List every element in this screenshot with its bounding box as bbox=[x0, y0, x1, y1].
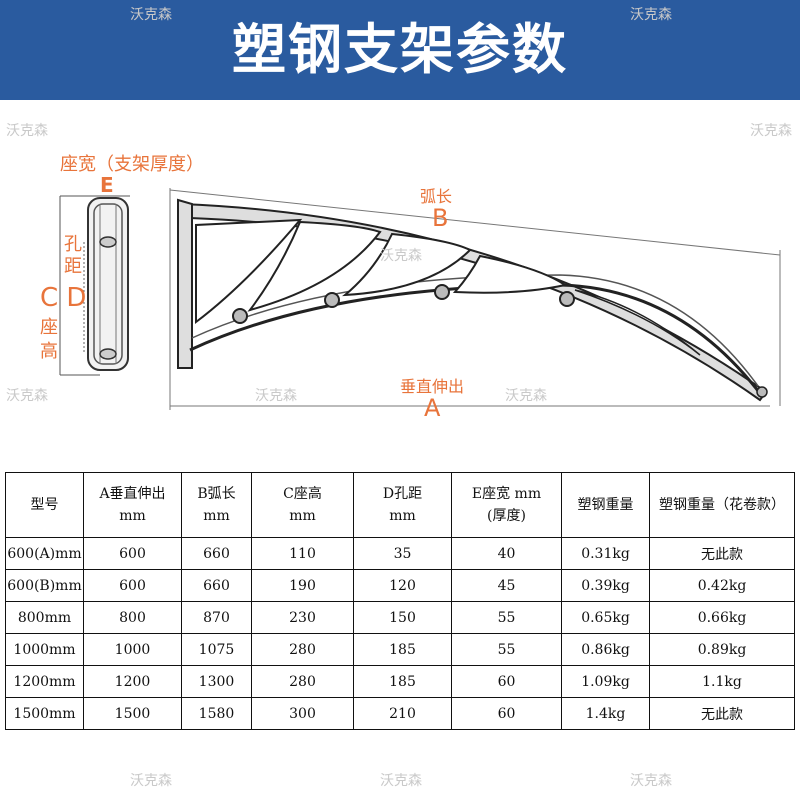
watermark: 沃克森 bbox=[380, 773, 422, 789]
table-cell: 0.89kg bbox=[649, 633, 795, 666]
table-cell: 35 bbox=[353, 537, 452, 570]
table-cell: 55 bbox=[451, 633, 562, 666]
watermark: 沃克森 bbox=[6, 388, 48, 404]
table-cell: 60 bbox=[451, 697, 562, 730]
table-cell: 660 bbox=[181, 569, 252, 602]
table-cell: 0.31kg bbox=[561, 537, 650, 570]
table-cell: 55 bbox=[451, 601, 562, 634]
bracket-front-view bbox=[169, 188, 781, 410]
table-cell: 870 bbox=[181, 601, 252, 634]
table-cell: 185 bbox=[353, 665, 452, 698]
label-cd: C D bbox=[40, 283, 86, 313]
watermark: 沃克森 bbox=[6, 123, 48, 139]
table-cell: 800mm bbox=[5, 601, 84, 634]
table-cell: 1200 bbox=[83, 665, 182, 698]
table-cell: 280 bbox=[251, 665, 354, 698]
table-cell: 0.65kg bbox=[561, 601, 650, 634]
table-cell: 40 bbox=[451, 537, 562, 570]
bracket-side-view bbox=[59, 195, 130, 376]
table-row: 1000mm 1000 1075 280 185 55 0.86kg 0.89k… bbox=[5, 633, 795, 666]
table-row: 1200mm 1200 1300 280 185 60 1.09kg 1.1kg bbox=[5, 665, 795, 698]
bracket-diagram: 座宽（支架厚度） E 孔 距 C D 座 高 弧长 B 垂直伸出 A bbox=[0, 100, 800, 470]
watermark: 沃克森 bbox=[505, 388, 547, 404]
table-cell: 无此款 bbox=[649, 697, 795, 730]
table-cell: 无此款 bbox=[649, 537, 795, 570]
table-cell: 1500mm bbox=[5, 697, 84, 730]
table-row: 600(B)mm 600 660 190 120 45 0.39kg 0.42k… bbox=[5, 569, 795, 602]
table-row: 800mm 800 870 230 150 55 0.65kg 0.66kg bbox=[5, 601, 795, 634]
watermark: 沃克森 bbox=[130, 773, 172, 789]
table-cell: 210 bbox=[353, 697, 452, 730]
table-cell: 0.39kg bbox=[561, 569, 650, 602]
table-cell: 280 bbox=[251, 633, 354, 666]
table-cell: 600(B)mm bbox=[5, 569, 84, 602]
table-cell: 1.09kg bbox=[561, 665, 650, 698]
table-row: 1500mm 1500 1580 300 210 60 1.4kg 无此款 bbox=[5, 697, 795, 730]
seat-width-label: 座宽（支架厚度） bbox=[60, 154, 204, 175]
seat-height-label-1: 座 bbox=[40, 317, 58, 338]
column-header: 塑钢重量（花卷款） bbox=[649, 472, 795, 538]
table-cell: 660 bbox=[181, 537, 252, 570]
table-cell: 190 bbox=[251, 569, 354, 602]
table-cell: 1.1kg bbox=[649, 665, 795, 698]
table-cell: 150 bbox=[353, 601, 452, 634]
hole-label-1: 孔 bbox=[64, 234, 82, 255]
seat-height-label-2: 高 bbox=[40, 341, 58, 362]
table-cell: 1.4kg bbox=[561, 697, 650, 730]
column-header: 型号 bbox=[5, 472, 84, 538]
page-title: 塑钢支架参数 bbox=[232, 18, 568, 81]
label-b: B bbox=[432, 204, 448, 232]
table-cell: 45 bbox=[451, 569, 562, 602]
table-cell: 110 bbox=[251, 537, 354, 570]
label-a: A bbox=[424, 394, 441, 422]
watermark: 沃克森 bbox=[630, 773, 672, 789]
bracket-drawing: 座宽（支架厚度） E 孔 距 C D 座 高 弧长 B 垂直伸出 A bbox=[40, 154, 781, 422]
table-cell: 600 bbox=[83, 569, 182, 602]
table-cell: 120 bbox=[353, 569, 452, 602]
table-cell: 1000 bbox=[83, 633, 182, 666]
table-cell: 0.86kg bbox=[561, 633, 650, 666]
table-cell: 800 bbox=[83, 601, 182, 634]
label-e: E bbox=[100, 173, 114, 197]
table-cell: 230 bbox=[251, 601, 354, 634]
header-banner: 塑钢支架参数 bbox=[0, 0, 800, 100]
vertical-extension-label: 垂直伸出 bbox=[400, 377, 464, 396]
table-cell: 1200mm bbox=[5, 665, 84, 698]
table-cell: 600(A)mm bbox=[5, 537, 84, 570]
watermark: 沃克森 bbox=[255, 388, 297, 404]
table-cell: 60 bbox=[451, 665, 562, 698]
table-cell: 1580 bbox=[181, 697, 252, 730]
table-cell: 185 bbox=[353, 633, 452, 666]
watermark: 沃克森 bbox=[750, 123, 792, 139]
arc-length-label: 弧长 bbox=[420, 187, 452, 206]
column-header: 塑钢重量 bbox=[561, 472, 650, 538]
table-cell: 1075 bbox=[181, 633, 252, 666]
table-cell: 600 bbox=[83, 537, 182, 570]
table-cell: 1000mm bbox=[5, 633, 84, 666]
watermark: 沃克森 bbox=[380, 248, 422, 264]
table-row: 600(A)mm 600 660 110 35 40 0.31kg 无此款 bbox=[5, 537, 795, 570]
hole-label-2: 距 bbox=[64, 256, 82, 277]
table-cell: 300 bbox=[251, 697, 354, 730]
table-cell: 1300 bbox=[181, 665, 252, 698]
watermark: 沃克森 bbox=[630, 7, 672, 23]
table-cell: 0.42kg bbox=[649, 569, 795, 602]
table-cell: 1500 bbox=[83, 697, 182, 730]
table-cell: 0.66kg bbox=[649, 601, 795, 634]
column-header: E座宽 mm(厚度) bbox=[451, 472, 562, 538]
watermark: 沃克森 bbox=[130, 7, 172, 23]
